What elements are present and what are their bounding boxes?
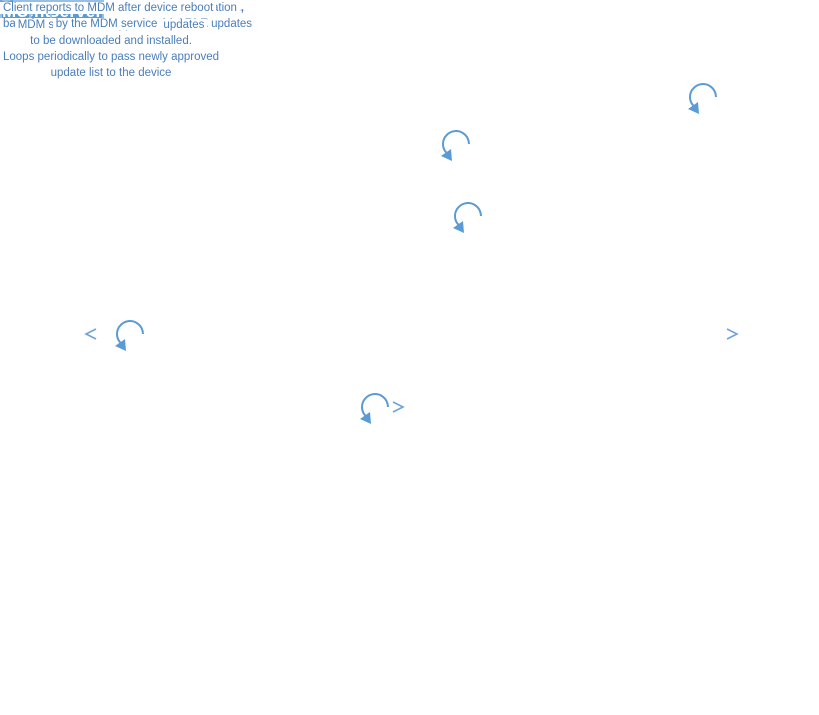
message-label: Client reports to MDM after device reboo… bbox=[0, 0, 217, 16]
loop-icon bbox=[115, 320, 144, 351]
open-arrowhead-right-icon bbox=[726, 328, 739, 340]
loop-icon bbox=[453, 202, 482, 233]
open-arrowhead-right-icon bbox=[392, 401, 405, 413]
loop-icon bbox=[441, 130, 470, 161]
label-text: by the MDM service bbox=[52, 18, 161, 30]
loop-icon bbox=[360, 393, 389, 424]
open-arrowhead-left-icon bbox=[84, 328, 97, 340]
label-text: to be downloaded and installed. bbox=[27, 35, 195, 47]
label-text: update list to the device bbox=[47, 67, 175, 79]
label-text: Loops periodically to pass newly approve… bbox=[0, 51, 223, 63]
loop-icon bbox=[688, 83, 717, 114]
label-text: Client reports to MDM after device reboo… bbox=[0, 2, 217, 14]
